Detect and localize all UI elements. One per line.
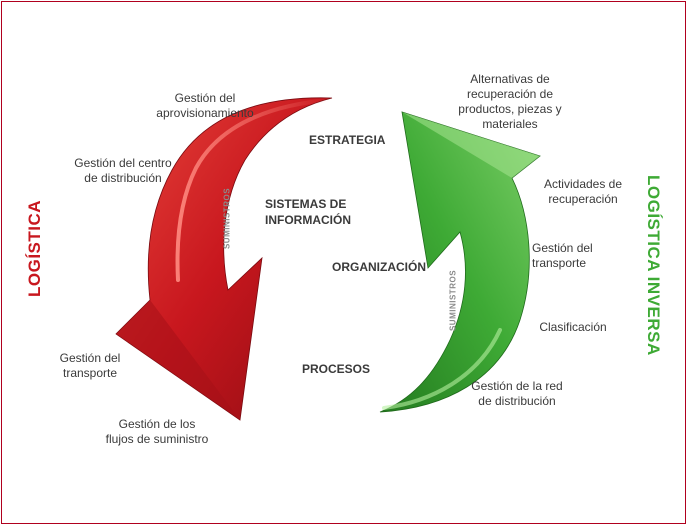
right-supply-label: SUMINISTROS (448, 269, 458, 332)
logistics-arrow (115, 97, 333, 421)
item-gestion-flujos-suministro: Gestión de los flujos de suministro (105, 417, 209, 446)
center-sistemas-informacion: SISTEMAS DE INFORMACIÓN (265, 197, 351, 227)
item-gestion-transporte-right: Gestión del transporte (532, 241, 593, 270)
item-alternativas-recuperacion: Alternativas de recuperación de producto… (458, 72, 562, 131)
left-supply-label: SUMINISTROS (222, 187, 232, 250)
center-procesos: PROCESOS (302, 362, 371, 376)
item-gestion-aprovisionamiento: Gestión del aprovisionamiento (156, 91, 254, 120)
item-actividades-recuperacion: Actividades de recuperación (543, 177, 623, 206)
right-title: LOGÍSTICA INVERSA (644, 175, 663, 356)
item-gestion-red-distribucion: Gestión de la red de distribución (471, 379, 563, 408)
item-gestion-centro-distribucion: Gestión del centro de distribución (74, 156, 172, 185)
center-organizacion: ORGANIZACIÓN (332, 260, 426, 274)
left-title: LOGÍSTICA (25, 199, 44, 297)
item-gestion-transporte-left: Gestión del transporte (59, 351, 121, 380)
center-estrategia: ESTRATEGIA (309, 133, 386, 147)
reverse-logistics-arrow (379, 111, 541, 413)
item-clasificacion: Clasificación (539, 320, 607, 334)
